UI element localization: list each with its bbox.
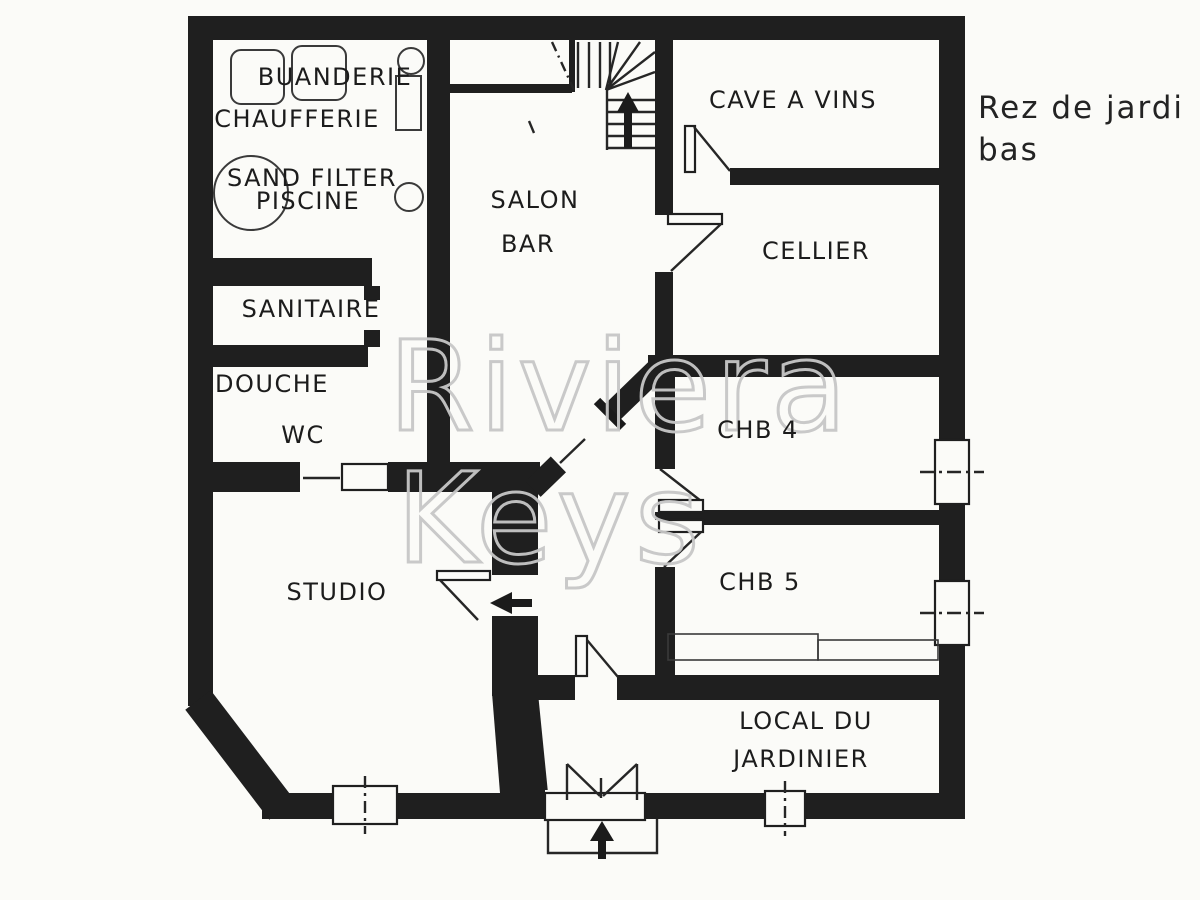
chb4-door-swing	[659, 468, 702, 502]
wall-stair-east-lower	[655, 272, 673, 365]
room-label-buanderie: BUANDERIE	[258, 63, 412, 91]
chb4-door-leaf	[657, 498, 705, 514]
local-door-leaf	[574, 634, 589, 678]
water-heater-icon	[395, 75, 422, 131]
room-label-sand-filter: SAND FILTER	[227, 164, 397, 192]
wall-outer-top	[188, 16, 965, 40]
wall-cave-cellier	[730, 168, 965, 185]
cave-door-swing	[693, 126, 731, 172]
room-label-wc: WC	[281, 421, 325, 449]
room-label-studio: STUDIO	[287, 578, 388, 606]
wall-jamb-1	[364, 286, 380, 300]
room-label-chaufferie: CHAUFFERIE	[214, 105, 379, 133]
walls	[185, 16, 965, 820]
pencil-mark	[527, 120, 536, 134]
wall-local-top-right	[617, 675, 952, 700]
room-label-piscine: PISCINE	[256, 187, 360, 215]
room-label-local-du: LOCAL DU	[739, 707, 873, 735]
room-label-sanitaire: SANITAIRE	[242, 295, 381, 323]
cave-door-leaf	[683, 124, 697, 174]
studio-door-swing	[439, 579, 479, 621]
wall-chb-west-mid	[655, 512, 675, 520]
windows	[331, 438, 984, 836]
cellier-door-leaf	[666, 212, 724, 226]
annotation: Rez de jardi bas	[978, 90, 1184, 168]
wall-buanderie-salon	[427, 40, 450, 492]
wall-chb-west-lower	[655, 567, 675, 675]
annotation-line2: bas	[978, 132, 1039, 168]
fixtures	[213, 45, 939, 661]
watermark-line2: Keys	[396, 447, 704, 592]
room-label-salon: SALON	[491, 186, 580, 214]
wall-sanitaire-top	[212, 258, 372, 286]
stairs-up-arrow-icon	[617, 92, 639, 148]
chb5-closet	[667, 633, 819, 661]
diagonal-door-leaf	[593, 397, 627, 431]
chb5-door-swing	[663, 531, 702, 568]
wall-chb4-chb5	[675, 510, 943, 525]
wall-corridor-west-lower	[492, 616, 538, 696]
wall-jamb-2	[364, 330, 380, 347]
room-labels: BUANDERIE CHAUFFERIE SAND FILTER PISCINE…	[214, 63, 877, 773]
room-label-douche: DOUCHE	[215, 370, 329, 398]
wall-chb-west-upper	[655, 377, 675, 469]
sand-filter-icon	[213, 155, 289, 231]
annotation-line1: Rez de jardi	[978, 90, 1184, 126]
wall-corridor-west-jog	[492, 693, 548, 793]
room-label-chb4: CHB 4	[717, 416, 799, 444]
wc-slide-door-leaf	[340, 462, 390, 492]
cellier-door-swing	[670, 223, 722, 272]
dryer-icon	[291, 45, 347, 101]
chb5-closet-2	[817, 639, 939, 661]
wall-cellier-bottom	[648, 355, 965, 377]
wall-stair-east-upper	[655, 40, 673, 215]
room-label-cave-a-vins: CAVE A VINS	[709, 86, 877, 114]
washer-icon	[230, 49, 285, 105]
staircase	[550, 41, 656, 150]
diagonal-door-swing	[559, 438, 586, 464]
chb5-door-leaf	[657, 518, 705, 534]
wall-wc-bottom-left	[188, 462, 300, 492]
wall-sanitaire-douche	[200, 345, 368, 367]
watermark: Riviera Keys	[387, 314, 851, 594]
wall-local-top-left	[538, 675, 575, 700]
wall-corridor-west-upper	[492, 477, 538, 575]
studio-door-leaf	[435, 569, 492, 582]
watermark-line1: Riviera	[388, 315, 851, 460]
studio-entry-arrow-icon	[490, 592, 532, 614]
room-label-cellier: CELLIER	[762, 237, 870, 265]
boiler-circle-icon	[397, 47, 425, 75]
doors	[303, 124, 731, 855]
entrance-up-arrow-icon	[590, 821, 614, 859]
pool-pump-icon	[394, 182, 424, 212]
wall-understair-thin	[448, 84, 572, 93]
wall-stair-thin-west	[569, 40, 575, 92]
room-label-bar: BAR	[501, 230, 555, 258]
room-label-jardinier: JARDINIER	[731, 745, 869, 773]
entrance-double-door	[565, 763, 639, 800]
room-label-chb5: CHB 5	[719, 568, 801, 596]
entrance-sill	[543, 791, 647, 822]
wall-chamfer	[185, 690, 295, 820]
stair-up-line	[550, 41, 576, 91]
local-door-swing	[586, 639, 619, 678]
